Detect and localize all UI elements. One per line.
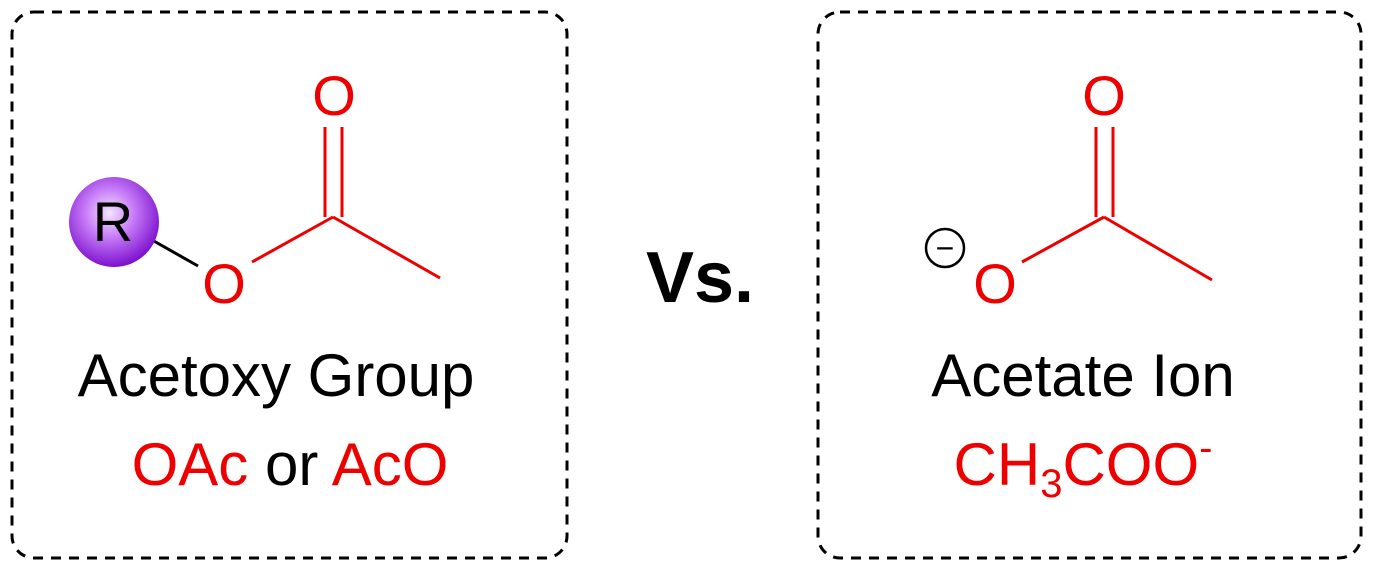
formula-coo: COO (1062, 431, 1199, 498)
r-group-sphere (69, 177, 159, 267)
abbr-or: or (248, 431, 331, 498)
acetoxy-group-title: Acetoxy Group (78, 342, 475, 409)
r-group-label: R (93, 190, 133, 253)
carbonyl-oxygen-label: O (1082, 64, 1126, 127)
acetoxy-panel-border (10, 10, 569, 560)
c-ch3-bond (1103, 215, 1213, 282)
acetate-formula: CH3COO- (954, 426, 1213, 506)
negative-charge-sign: − (936, 230, 955, 266)
anion-oxygen-label: O (973, 252, 1017, 315)
acetate-panel-border (816, 10, 1363, 560)
acetoxy-abbreviations: OAc or AcO (132, 431, 449, 498)
acetate-ion-title: Acetate Ion (931, 342, 1235, 409)
c-ch3-bond (332, 215, 441, 280)
formula-ch: CH (954, 431, 1041, 498)
acetate-panel: − O O Acetate Ion CH3COO- (816, 10, 1363, 560)
o-c-bond (1021, 215, 1105, 264)
ether-oxygen-label: O (202, 252, 246, 315)
negative-charge-circle (924, 227, 966, 269)
o-c-bond (251, 215, 334, 264)
abbr-aco: AcO (332, 431, 449, 498)
versus-label: Vs. (646, 238, 754, 318)
abbr-oac: OAc (132, 431, 249, 498)
acetoxy-panel: R O O Acetoxy Group OAc or AcO (10, 10, 569, 560)
formula-superscript-minus: - (1199, 426, 1212, 470)
carbonyl-oxygen-label: O (312, 64, 356, 127)
formula-subscript-3: 3 (1040, 462, 1062, 506)
